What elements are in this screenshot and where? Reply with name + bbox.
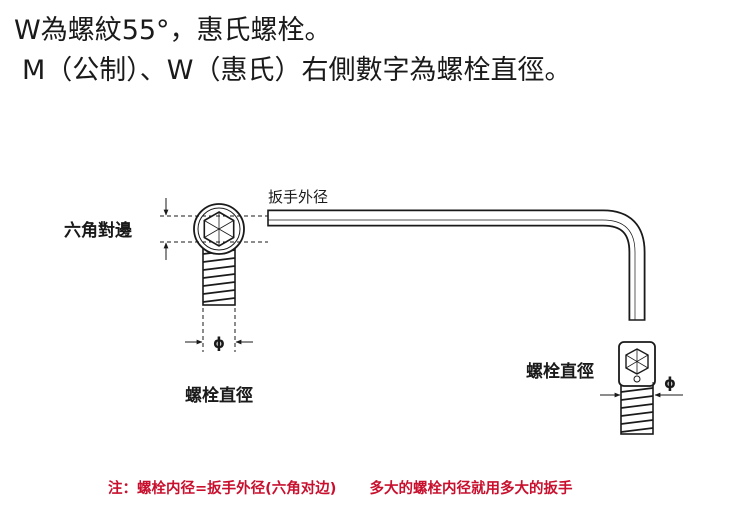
heading-line-1: W為螺紋55°，惠氏螺栓。 <box>14 15 332 46</box>
heading-line-2: M（公制）、W（惠氏）右側數字為螺栓直徑。 <box>22 55 572 86</box>
left-bolt-diameter-dimension <box>185 308 253 352</box>
footnote-right: 多大的螺栓内径就用多大的扳手 <box>369 481 573 497</box>
right-bolt-threads <box>620 387 654 433</box>
phi-symbol-right: ϕ <box>664 374 676 392</box>
hex-key-wrench <box>267 209 646 321</box>
footnote-left: 注：螺栓内径=扳手外径(六角对边) <box>108 481 337 497</box>
left-socket-bolt <box>193 203 245 306</box>
hex-across-flats-dimension <box>160 198 268 260</box>
bolt-diameter-label-right: 螺栓直徑 <box>526 361 594 382</box>
footnote: 注：螺栓内径=扳手外径(六角对边) 多大的螺栓内径就用多大的扳手 <box>108 477 572 498</box>
right-bolt-shank <box>620 383 654 435</box>
bolt-diameter-label-left: 螺栓直徑 <box>185 385 253 406</box>
hex-across-flats-label: 六角對邊 <box>64 220 133 241</box>
right-bolt-diameter-dimension <box>600 382 683 400</box>
left-hex-socket-facets <box>204 212 234 246</box>
phi-symbol-left: ϕ <box>213 334 225 352</box>
wrench-outer-diameter-label: 扳手外径 <box>268 188 328 206</box>
left-bolt-head-rim <box>197 207 241 251</box>
right-socket-bolt <box>618 341 656 435</box>
